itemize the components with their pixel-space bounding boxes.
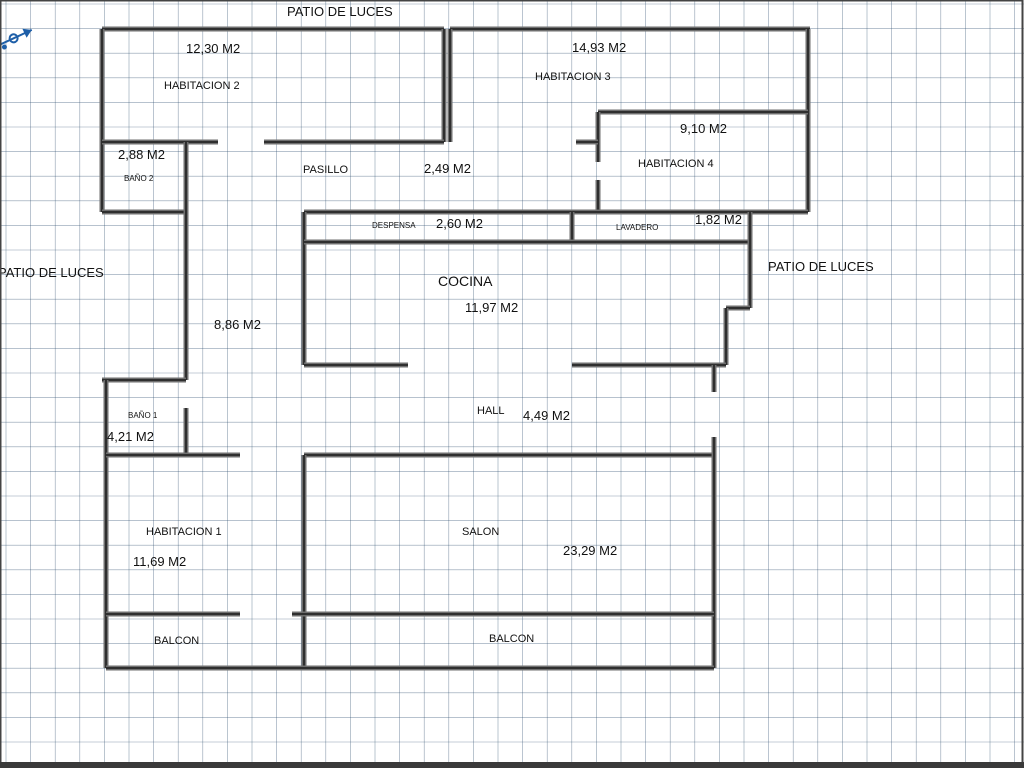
habitacion3-area: 14,93 M2 bbox=[572, 40, 626, 55]
compass-icon bbox=[0, 28, 33, 50]
salon-name: SALON bbox=[462, 526, 499, 538]
patio-left-label: PATIO DE LUCES bbox=[0, 265, 104, 280]
cocina-name: COCINA bbox=[438, 273, 493, 289]
balcon2-name: BALCON bbox=[489, 633, 534, 645]
habitacion4-area: 9,10 M2 bbox=[680, 121, 727, 136]
bano1-area: 4,21 M2 bbox=[107, 429, 154, 444]
despensa-area: 2,60 M2 bbox=[436, 216, 483, 231]
bottom-border bbox=[0, 762, 1024, 768]
lavadero-area: 1,82 M2 bbox=[695, 212, 742, 227]
hall-area: 4,49 M2 bbox=[523, 408, 570, 423]
bano2-name: BAÑO 2 bbox=[124, 174, 154, 183]
habitacion3-name: HABITACION 3 bbox=[535, 71, 611, 83]
cocina-area: 11,97 M2 bbox=[465, 300, 518, 315]
bano2-area: 2,88 M2 bbox=[118, 147, 165, 162]
corridor-area: 8,86 M2 bbox=[214, 317, 261, 332]
pasillo-area: 2,49 M2 bbox=[424, 161, 471, 176]
pasillo-name: PASILLO bbox=[303, 164, 348, 176]
salon-area: 23,29 M2 bbox=[563, 543, 617, 558]
habitacion1-area: 11,69 M2 bbox=[133, 554, 186, 569]
room-labels: PATIO DE LUCES PATIO DE LUCES PATIO DE L… bbox=[0, 4, 874, 647]
habitacion2-name: HABITACION 2 bbox=[164, 80, 240, 92]
hall-name: HALL bbox=[477, 405, 505, 417]
balcon1-name: BALCON bbox=[154, 635, 199, 647]
walls bbox=[99, 26, 811, 671]
lavadero-name: LAVADERO bbox=[616, 223, 658, 232]
patio-top-label: PATIO DE LUCES bbox=[287, 4, 393, 19]
habitacion2-area: 12,30 M2 bbox=[186, 41, 240, 56]
habitacion1-name: HABITACION 1 bbox=[146, 526, 222, 538]
patio-right-label: PATIO DE LUCES bbox=[768, 259, 874, 274]
bano1-name: BAÑO 1 bbox=[128, 411, 158, 420]
despensa-name: DESPENSA bbox=[372, 221, 416, 230]
habitacion4-name: HABITACION 4 bbox=[638, 158, 714, 170]
